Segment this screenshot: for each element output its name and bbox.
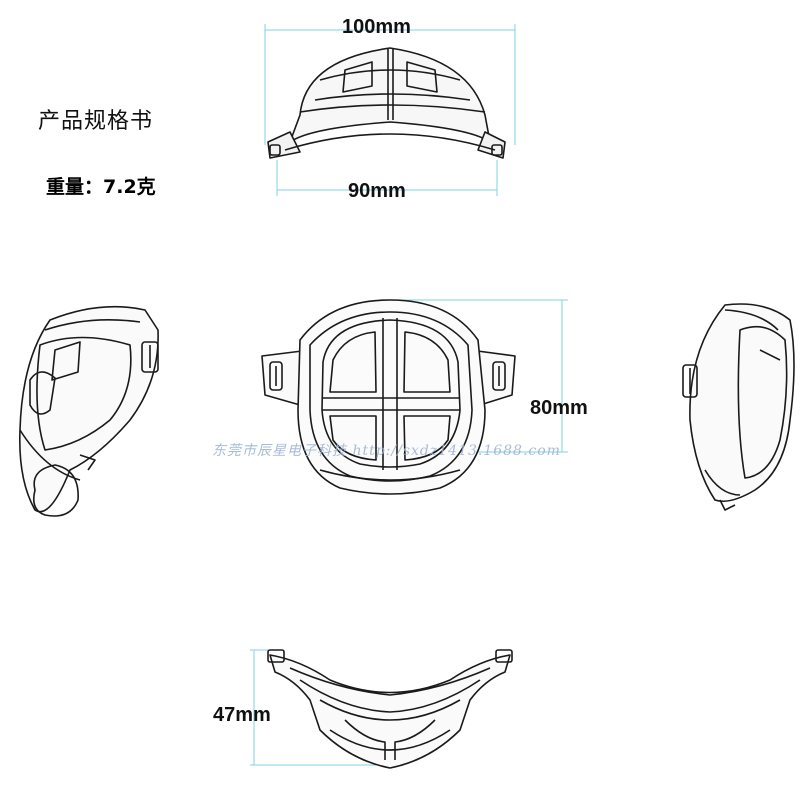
dimension-label-top-width: 100mm xyxy=(342,16,411,38)
weight-label: 重量：7.2克 xyxy=(46,176,156,198)
dimension-lines xyxy=(250,24,568,766)
dimension-label-depth: 47mm xyxy=(213,704,271,726)
dimension-label-height: 80mm xyxy=(530,397,588,419)
bottom-view-drawing xyxy=(267,649,513,769)
watermark-text: 东莞市辰星电子科技 http://sxdz1413.1688.com xyxy=(212,443,561,459)
spec-title: 产品规格书 xyxy=(38,109,154,134)
top-view-drawing xyxy=(267,47,506,159)
right-side-view-drawing xyxy=(682,303,795,511)
left-side-view-drawing xyxy=(18,305,159,517)
front-view-drawing xyxy=(261,299,516,495)
dimension-label-bottom-width: 90mm xyxy=(348,180,406,202)
